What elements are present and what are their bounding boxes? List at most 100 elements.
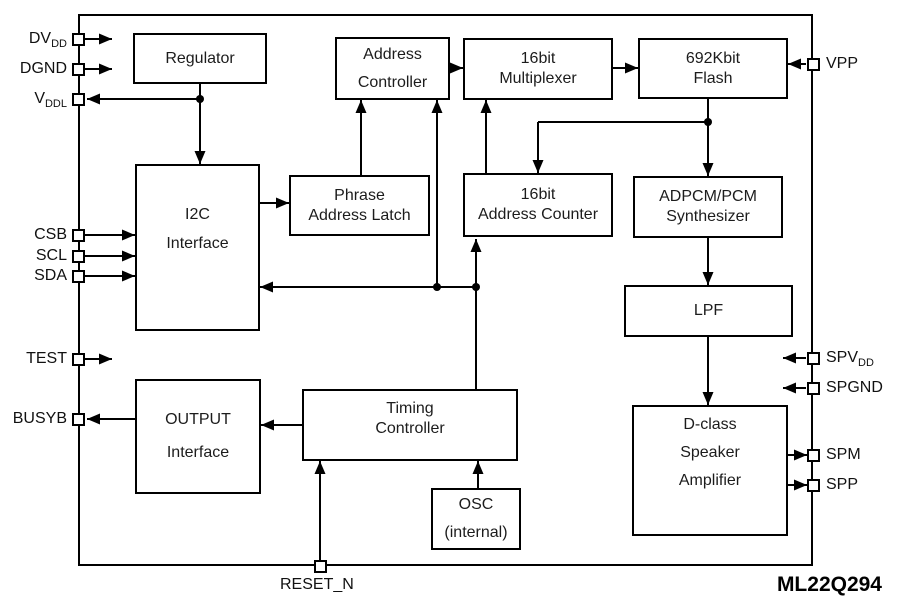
adpcm-pcm-synthesizer-label-line: ADPCM/PCM [659,188,757,205]
spp-pin-label-text: SPP [826,476,859,493]
arrowhead-i2c-to-latch [276,197,289,209]
i2c-interface-label-line: I2C [185,206,210,223]
junction-dot-0 [196,95,204,103]
scl-pin-label: SCL [0,247,67,265]
junction-dot-2 [472,283,480,291]
i2c-interface-block: I2C Interface [135,164,260,331]
flash-692kbit-label-line: Flash [693,69,733,87]
dgnd-pin-label: DGND [0,60,67,78]
csb-pin [71,228,85,242]
vddl-pin-label-subscript: DDL [44,98,67,110]
spp-pin [806,478,820,492]
reset-n-pin-label-text: RESET_N [280,576,354,593]
scl-pin [71,249,85,263]
spvdd-pin-label-text: SPV [826,349,859,366]
csb-pin-label: CSB [0,226,67,244]
arrowhead-adpcm-to-lpf [702,272,714,285]
sda-pin [71,269,85,283]
vpp-pin-label: VPP [826,55,858,73]
arrowhead-regulator-to-vddl [87,93,100,105]
flash-692kbit-label-line: 692Kbit [685,49,741,67]
busyb-pin-label: BUSYB [0,410,67,428]
d-class-speaker-amplifier-label-line: Amplifier [678,471,742,489]
arrowhead-flash-to-counter [532,160,544,173]
reset-n-pin [313,559,327,573]
arrowhead-timing-to-output [261,419,274,431]
arrowhead-vpp-to-flash [788,58,801,70]
spm-pin-label: SPM [826,446,861,464]
arrowhead-dclass-to-spp [794,479,807,491]
csb-pin-label-text: CSB [34,226,67,243]
phrase-address-latch-label-line: Phrase [334,186,385,204]
multiplexer-16bit-label-line: 16bit [520,50,556,67]
osc-internal-label-line: (internal) [444,524,508,541]
address-controller-label-line: Address [363,45,422,63]
arrowhead-addrctrl-to-mux [450,62,463,74]
d-class-speaker-amplifier-label-line: Speaker [680,443,740,461]
chip-outline [78,14,813,566]
junction-dot-1 [433,283,441,291]
arrowhead-regulator-to-i2c [194,151,206,164]
spvdd-pin-label: SPVDD [826,349,874,369]
sda-pin-label: SDA [0,267,67,285]
test-pin-label: TEST [0,350,67,368]
spp-pin-label: SPP [826,476,858,494]
spm-pin [806,448,820,462]
dvdd-pin-label-text: DV [28,30,52,47]
arrowhead-dclass-to-spm [794,449,807,461]
spvdd-pin-label-subscript: DD [858,357,874,369]
arrowhead-latch-to-addrctrl [355,100,367,113]
reset-n-pin-label: RESET_N [280,576,400,594]
spm-pin-label-text: SPM [826,446,861,463]
arrowhead-lpf-to-dclass [702,392,714,405]
spgnd-pin-label: SPGND [826,379,883,397]
arrowhead-bus-to-i2c [260,281,273,293]
adpcm-pcm-synthesizer-label-line: Synthesizer [666,208,750,225]
vddl-pin-label-text: V [34,90,45,107]
part-number-label: ML22Q294 [776,573,882,596]
vpp-pin [806,57,820,71]
address-counter-16bit-label-line: Address Counter [477,206,599,223]
arrowhead-mux-to-flash [625,62,638,74]
spgnd-pin-label-text: SPGND [826,379,883,396]
dvdd-pin [71,32,85,46]
output-interface-label-line: OUTPUT [165,411,231,428]
vddl-pin [71,92,85,106]
junction-dot-3 [704,118,712,126]
scl-pin-label-text: SCL [35,247,67,264]
lpf-label-line: LPF [693,302,724,319]
arrowhead-scl-to-i2c [122,250,135,262]
arrowhead-test-in [99,353,112,365]
arrowhead-sda-to-i2c [122,270,135,282]
timing-controller-label-line: Timing [386,400,434,417]
d-class-speaker-amplifier-label-line: D-class [683,415,737,433]
test-pin [71,352,85,366]
vddl-pin-label: VDDL [0,90,67,110]
busyb-pin [71,412,85,426]
lpf-block: LPF [624,285,793,337]
regulator-block: Regulator [133,33,267,84]
phrase-address-latch-label-line: Address Latch [308,206,411,224]
arrowhead-csb-to-i2c [122,229,135,241]
dvdd-pin-label: DVDD [0,30,67,50]
arrowhead-resetn-to-timing [314,461,326,474]
i2c-interface-label-line: Interface [166,235,229,252]
address-counter-16bit-label-line: 16bit [520,186,556,203]
adpcm-pcm-synthesizer-block: ADPCM/PCM Synthesizer [633,176,783,238]
output-interface-label-line: Interface [166,444,230,461]
arrowhead-spvdd-in [783,352,796,364]
spgnd-pin [806,381,820,395]
dgnd-pin [71,62,85,76]
dgnd-pin-label-text: DGND [19,60,67,77]
arrowhead-dvdd-in [99,33,112,45]
arrowhead-spgnd-in [783,382,796,394]
timing-controller-label-line: Controller [375,420,445,437]
sda-pin-label-text: SDA [34,267,67,284]
